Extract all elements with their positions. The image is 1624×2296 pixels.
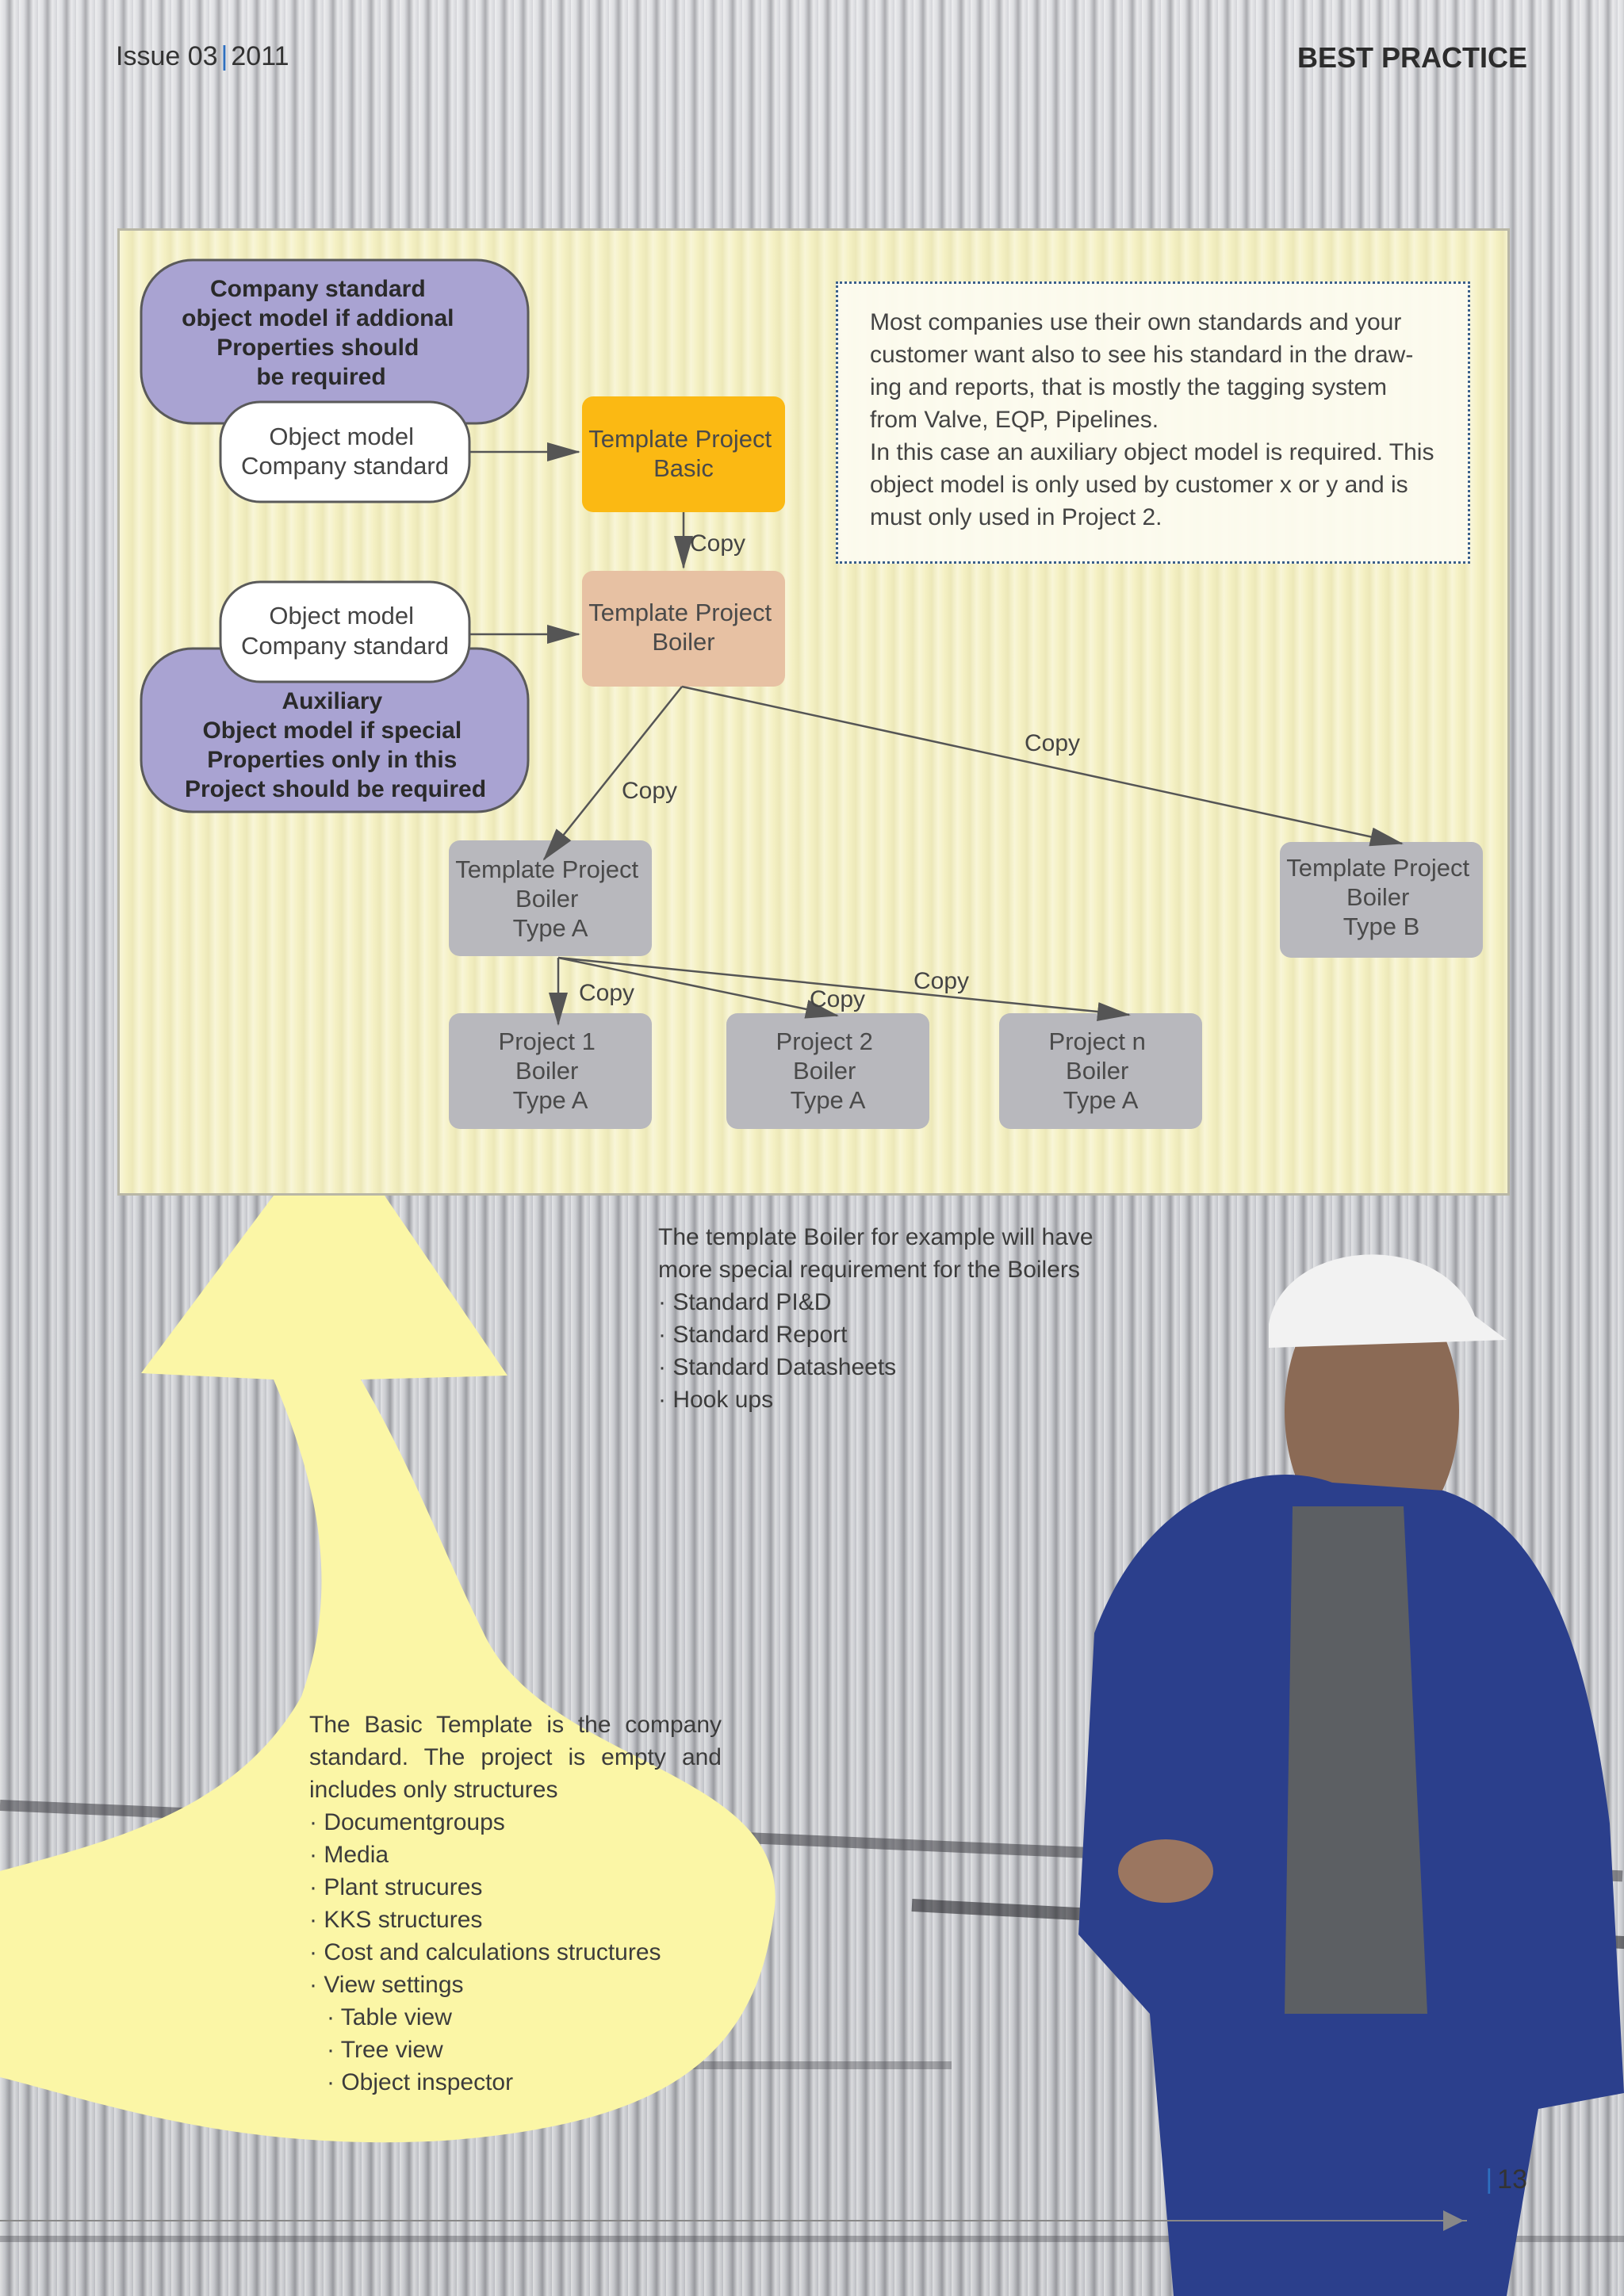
copy-label: Copy <box>914 968 969 994</box>
arrow-type-a-to-project-2 <box>557 956 839 1019</box>
template-boiler-box <box>582 571 785 687</box>
copy-label: Copy <box>579 980 634 1006</box>
basic-template-callout: The Basic Template is the company standa… <box>309 1709 722 2099</box>
issue-label: Issue 03|2011 <box>116 41 289 72</box>
boiler-callout-list: Standard PI&D Standard Report Standard D… <box>658 1286 1150 1416</box>
project-2-box <box>726 1013 929 1129</box>
list-item: View settings <box>309 1969 722 2001</box>
workflow-diagram: Company standard object model if addiona… <box>140 258 1483 1129</box>
company-standard-note-text: Company standard object model if addiona… <box>182 276 461 390</box>
project-1-box <box>449 1013 652 1129</box>
footer-line <box>0 2220 1467 2221</box>
list-item: Standard Report <box>658 1318 1150 1351</box>
list-subitem: Object inspector <box>309 2066 722 2099</box>
arrow-boiler-to-type-a <box>542 686 683 861</box>
template-boiler-text: Template Project Boiler <box>588 599 779 656</box>
list-item: KKS structures <box>309 1904 722 1936</box>
object-model-bottom <box>219 580 471 683</box>
arrow-type-a-to-project-n <box>557 956 1131 1021</box>
template-boiler-type-a-text: Template Project Boiler Type A <box>455 855 645 942</box>
copy-label: Copy <box>690 530 745 557</box>
template-boiler-type-b-text: Template Project Boiler Type B <box>1286 854 1477 940</box>
object-model-top-text: Object model Company standard <box>241 423 449 480</box>
copy-label: Copy <box>810 986 865 1012</box>
boiler-callout-intro: The template Boiler for example will hav… <box>658 1224 1094 1250</box>
note-line: Most companies use their own standards a… <box>870 309 1402 335</box>
list-subitem: Tree view <box>309 2034 722 2066</box>
page-number: |13 <box>1485 2164 1527 2195</box>
note-line: object model is only used by customer x … <box>870 472 1408 498</box>
project-1-text: Project 1 Boiler Type A <box>499 1027 603 1114</box>
basic-callout-intro: The Basic Template is the company standa… <box>309 1712 722 1803</box>
issue-number: Issue 03 <box>116 41 218 71</box>
worker-hand <box>1118 1839 1213 1903</box>
list-item: Hook ups <box>658 1383 1150 1416</box>
note-line: customer want also to see his standard i… <box>870 342 1414 368</box>
railing-bar <box>0 2236 1624 2242</box>
copy-label: Copy <box>1025 730 1080 756</box>
page-number-value: 13 <box>1497 2164 1527 2195</box>
basic-callout-list: Documentgroups Media Plant strucures KKS… <box>309 1806 722 2099</box>
note-line: from Valve, EQP, Pipelines. <box>870 407 1159 433</box>
explanation-note: Most companies use their own standards a… <box>836 281 1470 564</box>
template-boiler-type-a-box <box>449 840 652 956</box>
project-2-text: Project 2 Boiler Type A <box>776 1027 880 1114</box>
list-item: Cost and calculations structures <box>309 1936 722 1969</box>
issue-year: 2011 <box>231 41 289 71</box>
list-item: Standard PI&D <box>658 1286 1150 1318</box>
copy-label: Copy <box>622 778 677 804</box>
list-item: Documentgroups <box>309 1806 722 1839</box>
list-subitem: Table view <box>309 2001 722 2034</box>
footer-arrow-icon <box>1443 2210 1464 2231</box>
arrow-boiler-to-type-b <box>681 685 1404 847</box>
template-basic-box <box>582 396 785 512</box>
boiler-callout-intro: more special requirement for the Boilers <box>658 1257 1080 1283</box>
note-line: ing and reports, that is mostly the tagg… <box>870 374 1387 400</box>
template-boiler-type-b-box <box>1280 842 1483 958</box>
worker-shirt <box>1285 1506 1427 2014</box>
hard-hat-icon <box>1269 1254 1507 1348</box>
separator-bar: | <box>1485 2164 1493 2195</box>
note-line: must only used in Project 2. <box>870 504 1162 530</box>
project-n-box <box>999 1013 1202 1129</box>
section-title: BEST PRACTICE <box>1297 41 1527 74</box>
list-item: Media <box>309 1839 722 1871</box>
list-item: Plant strucures <box>309 1871 722 1904</box>
separator-bar: | <box>220 41 228 71</box>
auxiliary-note-text: Auxiliary Object model if special Proper… <box>185 688 486 802</box>
list-item: Standard Datasheets <box>658 1351 1150 1383</box>
note-line: In this case an auxiliary object model i… <box>870 439 1434 465</box>
worker-photo <box>1078 1254 1624 2296</box>
object-model-bottom-text: Object model Company standard <box>241 602 449 660</box>
template-basic-text: Template Project Basic <box>588 425 779 482</box>
project-n-text: Project n Boiler Type A <box>1049 1027 1153 1114</box>
boiler-callout: The template Boiler for example will hav… <box>658 1221 1150 1416</box>
